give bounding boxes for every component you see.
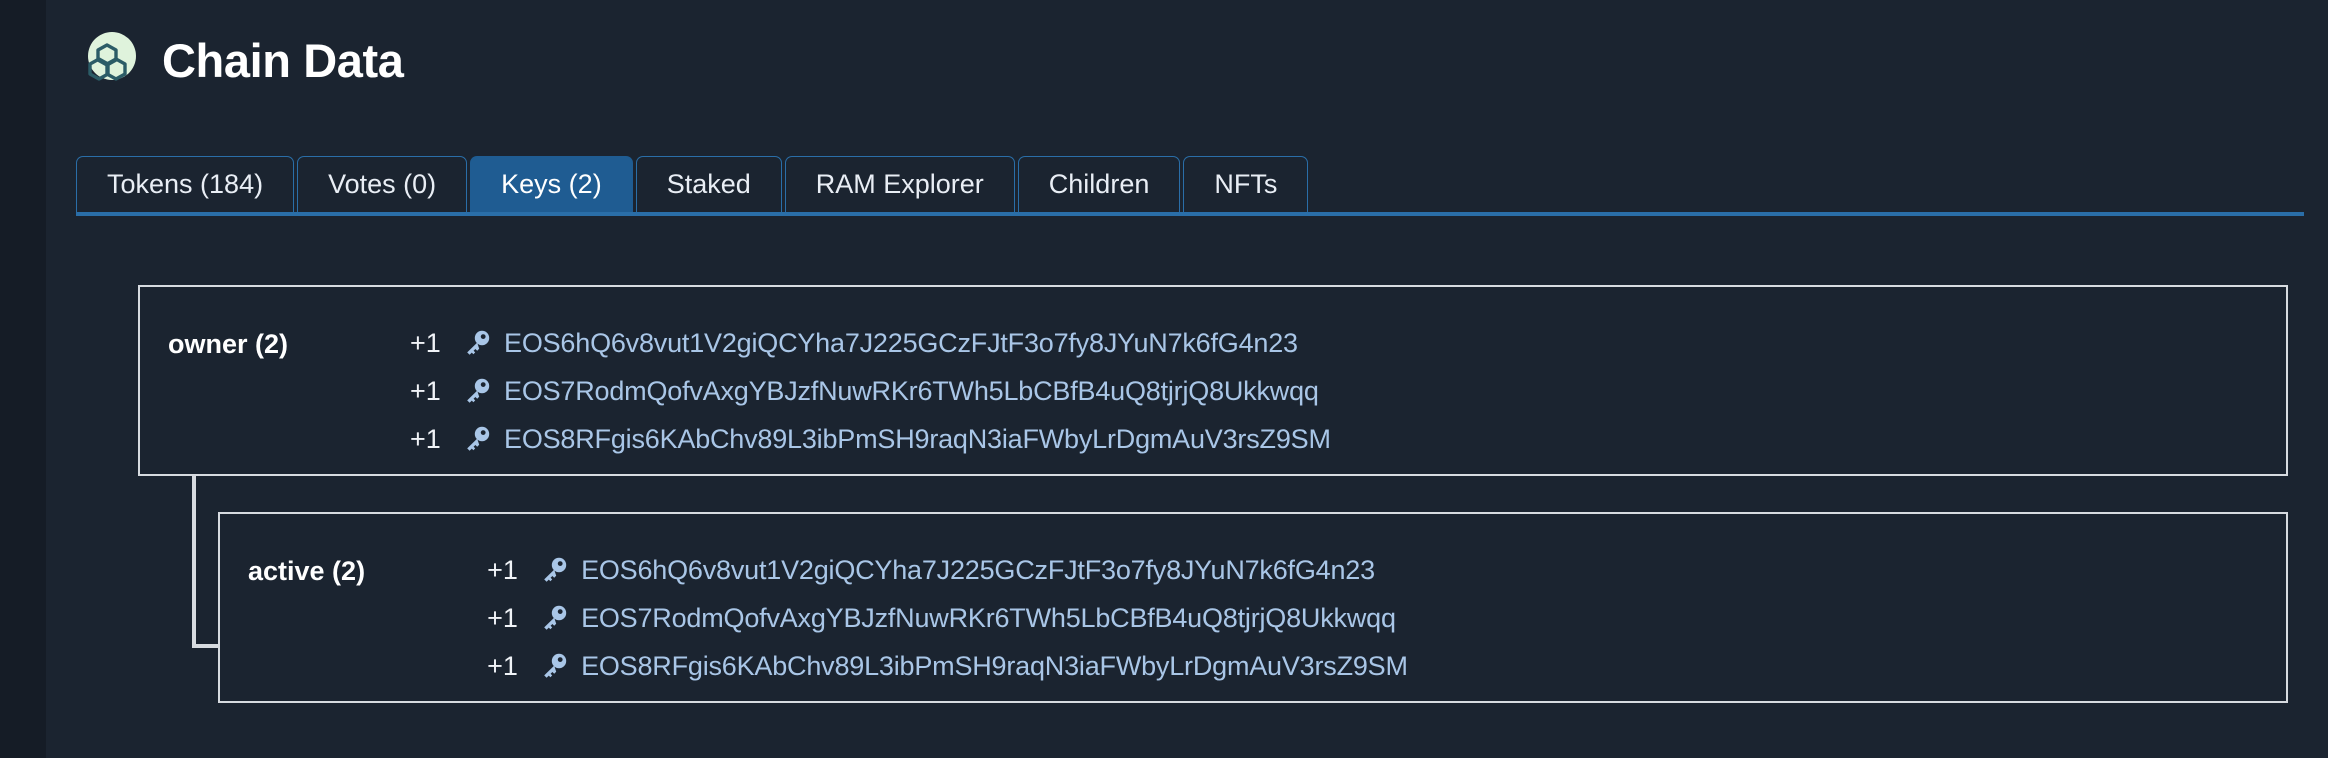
owner-permission: owner (2) +1 EOS6hQ6v8vut1V2giQCYha7J225GC… <box>138 285 2288 476</box>
key-weight: +1 <box>410 423 441 454</box>
tab-children[interactable]: Children <box>1017 156 1181 212</box>
permission-label: owner (2) <box>168 329 289 359</box>
public-key-link[interactable]: EOS6hQ6v8vut1V2giQCYha7J225GCzFJtF3o7fy8… <box>504 327 1298 358</box>
tab-tokens[interactable]: Tokens (184) <box>76 156 295 212</box>
tab-nfts[interactable]: NFTs <box>1183 156 1309 212</box>
key-icon <box>462 329 490 357</box>
public-key-link[interactable]: EOS6hQ6v8vut1V2giQCYha7J225GCzFJtF3o7fy8… <box>581 554 1375 585</box>
key-weight: +1 <box>410 375 441 406</box>
tab-staked[interactable]: Staked <box>635 156 782 212</box>
main-content: Chain Data Tokens (184)Votes (0)Keys (2)… <box>46 0 2328 758</box>
key-weight: +1 <box>410 327 441 358</box>
tab-votes[interactable]: Votes (0) <box>297 156 468 212</box>
key-weight: +1 <box>487 602 518 633</box>
permission-key-list: +1 EOS6hQ6v8vut1V2giQCYha7J225GCzFJtF3o7f… <box>365 514 2286 690</box>
permission-label: active (2) <box>248 556 366 586</box>
permission-key-list: +1 EOS6hQ6v8vut1V2giQCYha7J225GCzFJtF3o7f… <box>288 287 2286 463</box>
key-icon <box>462 425 490 453</box>
public-key-link[interactable]: EOS8RFgis6KAbChv89L3ibPmSH9raqN3iaFWbyLr… <box>581 650 1408 681</box>
tab-ram-explorer[interactable]: RAM Explorer <box>784 156 1015 212</box>
public-key-link[interactable]: EOS7RodmQofvAxgYBJzfNuwRKr6TWh5LbCBfB4uQ… <box>581 602 1396 633</box>
key-row: +1 EOS8RFgis6KAbChv89L3ibPmSH9raqN3iaFWby… <box>487 642 2286 690</box>
public-key-link[interactable]: EOS8RFgis6KAbChv89L3ibPmSH9raqN3iaFWbyLr… <box>504 423 1331 454</box>
active-permission: active (2) +1 EOS6hQ6v8vut1V2giQCYha7J225G… <box>218 512 2288 703</box>
key-row: +1 EOS6hQ6v8vut1V2giQCYha7J225GCzFJtF3o7f… <box>410 319 2286 367</box>
key-weight: +1 <box>487 650 518 681</box>
key-row: +1 EOS6hQ6v8vut1V2giQCYha7J225GCzFJtF3o7f… <box>487 546 2286 594</box>
key-row: +1 EOS7RodmQofvAxgYBJzfNuwRKr6TWh5LbCBfB4… <box>410 367 2286 415</box>
key-row: +1 EOS8RFgis6KAbChv89L3ibPmSH9raqN3iaFWby… <box>410 415 2286 463</box>
key-row: +1 EOS7RodmQofvAxgYBJzfNuwRKr6TWh5LbCBfB4… <box>487 594 2286 642</box>
key-weight: +1 <box>487 554 518 585</box>
key-icon <box>539 604 567 632</box>
hexagon-cluster-logo-icon <box>76 28 140 92</box>
page-title: Chain Data <box>162 33 404 87</box>
left-gutter <box>0 0 46 758</box>
page-header: Chain Data <box>76 28 404 92</box>
key-icon <box>539 556 567 584</box>
public-key-link[interactable]: EOS7RodmQofvAxgYBJzfNuwRKr6TWh5LbCBfB4uQ… <box>504 375 1319 406</box>
tab-keys[interactable]: Keys (2) <box>470 156 633 212</box>
key-icon <box>462 377 490 405</box>
key-icon <box>539 652 567 680</box>
